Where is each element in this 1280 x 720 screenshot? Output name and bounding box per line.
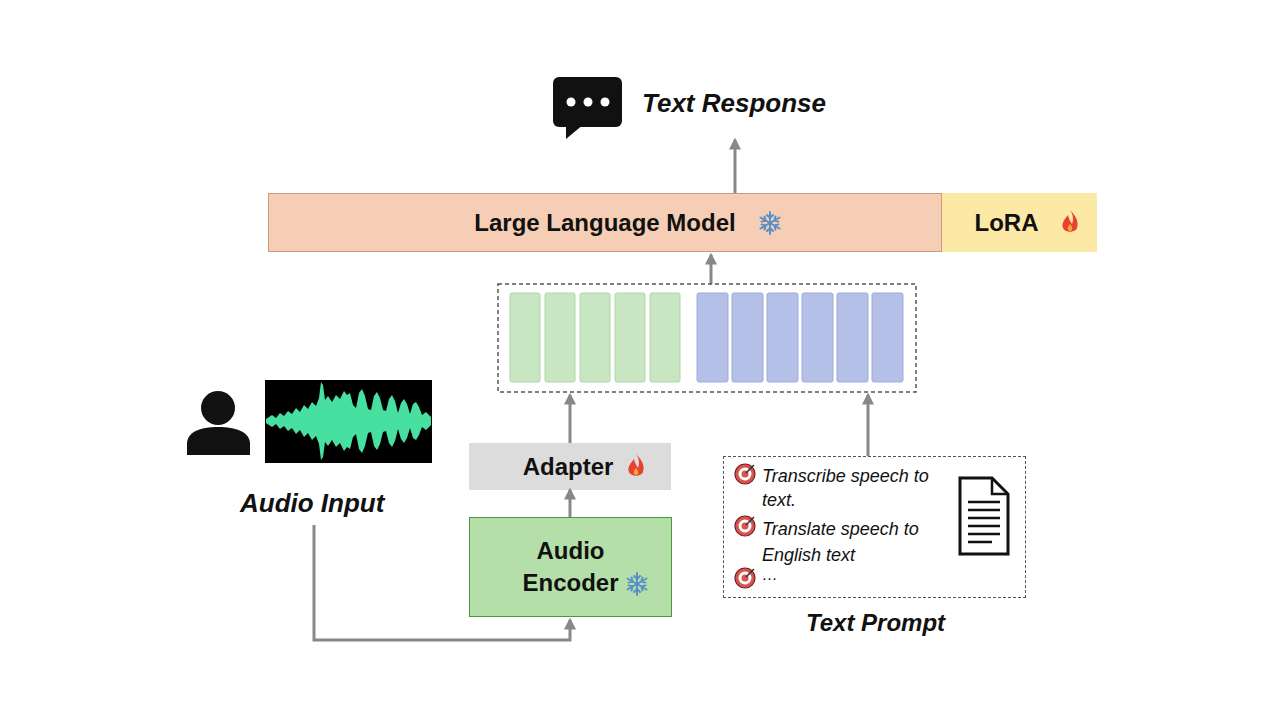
text-token xyxy=(697,293,728,382)
node-text: Audio Encoder xyxy=(506,535,636,599)
node-text: LoRA xyxy=(975,209,1039,237)
output-label: Text Response xyxy=(642,88,826,119)
audio-token xyxy=(510,293,540,382)
adapter-arrow xyxy=(569,395,572,443)
encoder-box: Audio Encoder xyxy=(469,517,672,617)
chat-icon xyxy=(553,77,622,139)
document-icon xyxy=(960,478,1008,554)
node-text: Adapter xyxy=(523,453,614,481)
bullet-target xyxy=(735,568,755,588)
model-box: Large Language Model xyxy=(268,193,942,252)
person-body xyxy=(187,427,250,455)
input-label: Audio Input xyxy=(240,488,384,519)
bubble-tail xyxy=(566,124,584,139)
output-arrow xyxy=(734,140,737,193)
document-fold xyxy=(992,478,1008,494)
token-sequence-frame xyxy=(498,284,916,392)
text-token xyxy=(872,293,903,382)
bullet-target xyxy=(735,516,755,536)
text-token xyxy=(802,293,833,382)
frozen-icon xyxy=(626,573,648,595)
bubble-dot xyxy=(567,98,576,107)
audio-token xyxy=(580,293,610,382)
text-token xyxy=(732,293,763,382)
document-outline xyxy=(960,478,1008,554)
frozen-icon xyxy=(759,212,781,234)
bubble-body xyxy=(553,77,622,127)
token-arrow xyxy=(710,255,713,284)
text-tokens xyxy=(697,293,903,382)
lora-box: LoRA xyxy=(942,193,1097,252)
node-text: Translate speech to English text xyxy=(762,516,950,568)
bullet-target xyxy=(735,464,755,484)
adapter-box: Adapter xyxy=(469,443,671,490)
audio-tokens xyxy=(510,293,680,382)
document-lines xyxy=(968,502,1000,542)
text-token xyxy=(837,293,868,382)
trainable-icon xyxy=(628,454,643,476)
prompt-arrow xyxy=(867,395,870,456)
audio-token xyxy=(615,293,645,382)
waveform-background xyxy=(265,380,432,463)
audio-token xyxy=(545,293,575,382)
waveform xyxy=(266,382,431,460)
waveform-image xyxy=(265,380,432,463)
trainable-icon xyxy=(1062,210,1077,232)
node-text: … xyxy=(762,565,822,585)
bubble-dot xyxy=(584,98,593,107)
bubble-dot xyxy=(601,98,610,107)
person-icon xyxy=(187,391,250,455)
text-token xyxy=(767,293,798,382)
node-text: Transcribe speech to text. xyxy=(762,464,950,512)
waveform-axis xyxy=(266,420,431,422)
person-head xyxy=(201,391,235,425)
flow-arrow xyxy=(569,490,572,517)
node-text: Large Language Model xyxy=(474,209,735,237)
node-text: Text Prompt xyxy=(704,609,1047,637)
audio-token xyxy=(650,293,680,382)
prompt-box: Transcribe speech to text.Translate spee… xyxy=(723,456,1026,598)
